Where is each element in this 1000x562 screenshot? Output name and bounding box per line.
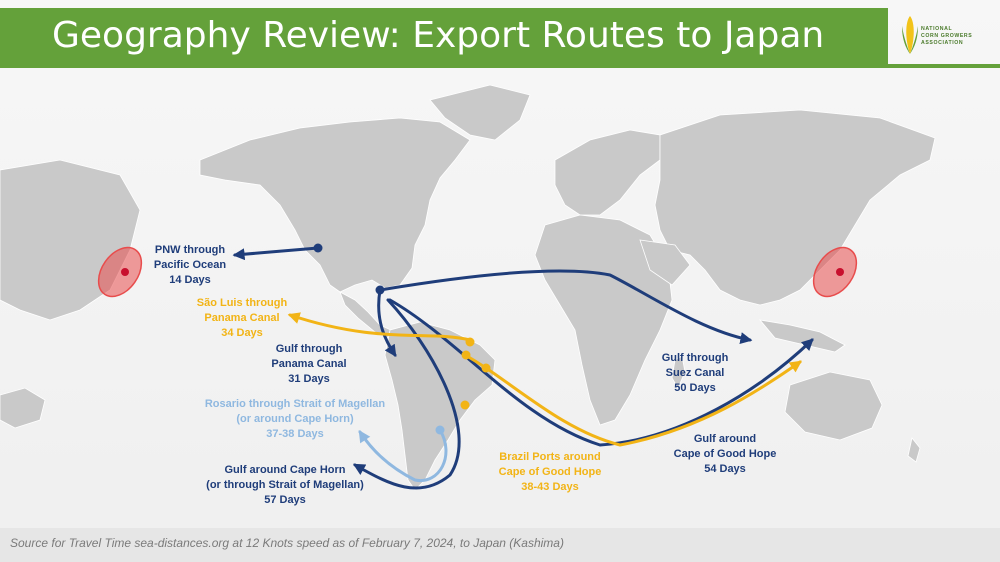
route-saoluis-panama	[287, 312, 472, 342]
japan-highlight-right	[812, 246, 858, 298]
corn-logo-icon	[902, 16, 918, 54]
greenland	[429, 84, 531, 141]
route-gulf-panama	[377, 288, 397, 357]
route-rosario-magellan	[358, 428, 448, 482]
route-brazil-cape	[463, 353, 802, 447]
port-markers	[313, 243, 491, 435]
route-label-gulf-horn: Gulf around Cape Horn(or through Strait …	[206, 464, 364, 506]
route-gulf-horn	[352, 298, 461, 490]
madagascar	[671, 355, 686, 389]
continents	[0, 84, 936, 491]
east-asia-left	[0, 159, 141, 321]
gulf-port-marker	[375, 285, 385, 295]
brazil-port-marker-1	[461, 350, 471, 360]
australia	[784, 371, 883, 441]
world-map	[0, 84, 936, 491]
africa	[534, 214, 673, 426]
pnw-port-marker	[313, 243, 323, 253]
sao-luis-port-marker	[465, 337, 475, 347]
asia	[654, 109, 936, 306]
logo-text: NATIONAL CORN GROWERS ASSOCIATION	[921, 26, 973, 46]
title-bar: Geography Review: Export Routes to Japan	[0, 8, 888, 66]
australia-left	[0, 387, 46, 429]
route-label-rosario: Rosario through Strait of Magellan(or ar…	[204, 398, 386, 440]
route-pnw-pacific	[232, 246, 320, 261]
europe	[554, 129, 661, 216]
japan-highlight-left	[97, 246, 143, 298]
routes	[232, 246, 814, 490]
kashima-marker-left	[121, 268, 129, 276]
slide-title: Geography Review: Export Routes to Japan	[52, 15, 825, 56]
source-note: Source for Travel Time sea-distances.org…	[10, 536, 564, 550]
brazil-port-marker-3	[460, 400, 470, 410]
arabia	[639, 239, 691, 286]
brazil-port-marker-2	[481, 363, 491, 373]
ncga-logo: NATIONAL CORN GROWERS ASSOCIATION	[895, 10, 995, 60]
southeast-asia-islands	[759, 319, 846, 353]
new-zealand	[907, 437, 921, 463]
kashima-marker-right	[836, 268, 844, 276]
route-gulf-cape	[388, 298, 814, 447]
source-footer: Source for Travel Time sea-distances.org…	[0, 528, 1000, 562]
north-america	[199, 117, 471, 293]
route-gulf-suez	[378, 269, 753, 344]
rosario-port-marker	[435, 425, 445, 435]
header-rule	[0, 64, 1000, 68]
south-america	[384, 321, 496, 491]
japan-markers	[97, 246, 858, 298]
